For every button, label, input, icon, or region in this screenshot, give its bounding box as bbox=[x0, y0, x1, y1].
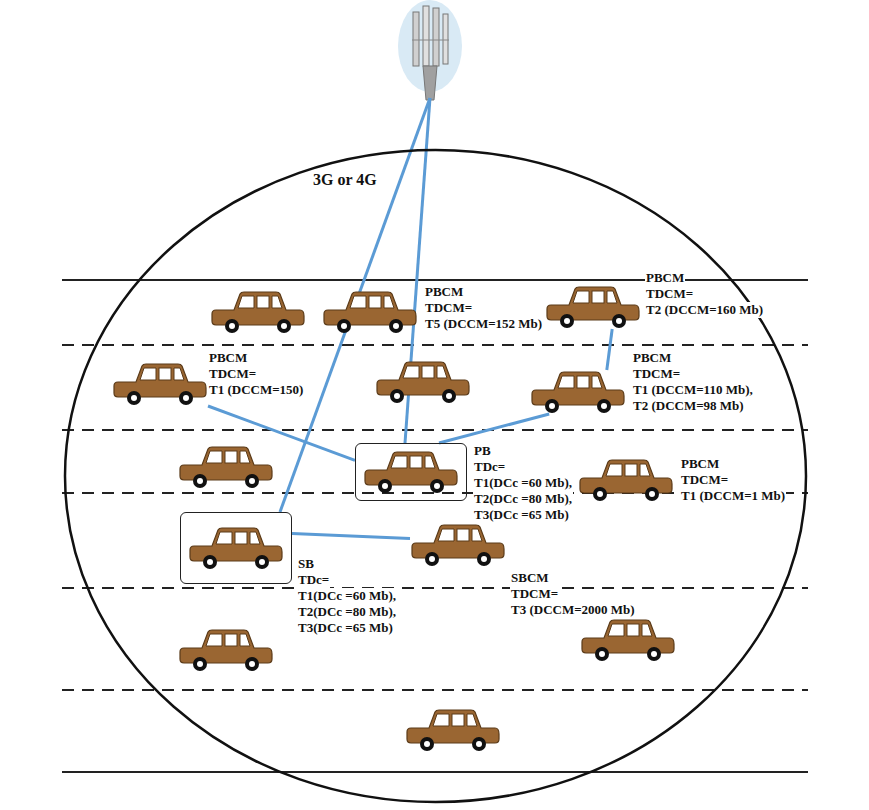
task-text: PBCM bbox=[680, 456, 720, 472]
task-text: TDCM= bbox=[645, 286, 694, 302]
link-line bbox=[208, 406, 355, 460]
task-text: TDCM= bbox=[510, 586, 559, 602]
vehicle-label: SBCMTDCM=T3 (DCCM=2000 Mb) bbox=[510, 570, 636, 618]
link-line bbox=[292, 534, 410, 539]
vehicle-node: PBCMTDCM=T5 (DCCM=152 Mb) bbox=[322, 290, 418, 334]
task-text: SB bbox=[297, 556, 315, 572]
task-text: T2 (DCCM=98 Mb) bbox=[632, 398, 745, 414]
car-icon bbox=[545, 285, 641, 329]
lane-lines bbox=[62, 280, 808, 772]
task-text: T3(DCc =65 Mb) bbox=[297, 620, 394, 636]
coverage-area: 3G or 4GPBCMTDCM=T5 (DCCM=152 Mb)PBCMTDC… bbox=[63, 148, 808, 804]
task-text: T2(DCc =80 Mb), bbox=[297, 604, 397, 620]
boxed-vehicle: SBTDc=T1(DCc =60 Mb),T2(DCc =80 Mb),T3(D… bbox=[180, 512, 292, 584]
cell-tower bbox=[398, 0, 462, 100]
link-line bbox=[607, 329, 612, 370]
task-text: T1 (DCCM=1 Mb) bbox=[680, 488, 786, 504]
task-text: T1(DCc =60 Mb), bbox=[297, 588, 397, 604]
task-text: PBCM bbox=[208, 350, 248, 366]
task-text: TDc= bbox=[473, 459, 506, 475]
task-text: T2 (DCCM=160 Mb) bbox=[645, 302, 764, 318]
vehicle-node: SBCMTDCM=T3 (DCCM=2000 Mb) bbox=[410, 523, 506, 567]
task-text: T3(DCc =65 Mb) bbox=[473, 507, 570, 523]
vehicle bbox=[180, 292, 674, 751]
task-text: T3 (DCCM=2000 Mb) bbox=[510, 602, 636, 618]
vehicle-node: PBCMTDCM=T1 (DCCM=110 Mb),T2 (DCCM=98 Mb… bbox=[530, 370, 626, 414]
vehicle-node: PBCMTDCM=T1 (DCCM=1 Mb) bbox=[578, 458, 674, 502]
boxed-vehicle: PBTDc=T1(DCc =60 Mb),T2(DCc =80 Mb),T3(D… bbox=[355, 443, 467, 501]
vehicle-label: SBTDc=T1(DCc =60 Mb),T2(DCc =80 Mb),T3(D… bbox=[297, 556, 397, 636]
task-text: TDCM= bbox=[208, 366, 257, 382]
car-icon bbox=[188, 526, 284, 570]
task-text: PBCM bbox=[645, 270, 685, 286]
vehicle-node: PBCMTDCM=T1 (DCCM=150) bbox=[112, 362, 208, 406]
vehicle-node: PBCMTDCM=T2 (DCCM=160 Mb) bbox=[545, 285, 641, 329]
task-text: TDCM= bbox=[632, 366, 681, 382]
vehicle-label: PBCMTDCM=T5 (DCCM=152 Mb) bbox=[424, 284, 543, 332]
vehicle-label: 3G or 4G bbox=[312, 170, 378, 189]
car-icon bbox=[578, 458, 674, 502]
car-icon bbox=[410, 523, 506, 567]
network-label: 3G or 4G bbox=[312, 170, 378, 189]
car-icon bbox=[363, 450, 459, 494]
vehicle-label: PBCMTDCM=T1 (DCCM=1 Mb) bbox=[680, 456, 786, 504]
car-icon bbox=[322, 290, 418, 334]
task-text: SBCM bbox=[510, 570, 550, 586]
task-text: T1(DCc =60 Mb), bbox=[473, 475, 573, 491]
vehicle-label: PBCMTDCM=T2 (DCCM=160 Mb) bbox=[645, 270, 764, 318]
link-line bbox=[439, 414, 549, 443]
vehicle-label: PBCMTDCM=T1 (DCCM=150) bbox=[208, 350, 304, 398]
task-text: TDCM= bbox=[680, 472, 729, 488]
car-icon bbox=[530, 370, 626, 414]
task-text: T2(DCc =80 Mb), bbox=[473, 491, 573, 507]
car-icon bbox=[112, 362, 208, 406]
task-text: PBCM bbox=[424, 284, 464, 300]
task-text: TDCM= bbox=[424, 300, 473, 316]
task-text: PB bbox=[473, 443, 492, 459]
vehicle-label: PBCMTDCM=T1 (DCCM=110 Mb),T2 (DCCM=98 Mb… bbox=[632, 350, 754, 414]
task-text: T5 (DCCM=152 Mb) bbox=[424, 316, 543, 332]
task-text: TDc= bbox=[297, 572, 330, 588]
task-text: PBCM bbox=[632, 350, 672, 366]
task-text: T1 (DCCM=110 Mb), bbox=[632, 382, 754, 398]
vehicle-label: PBTDc=T1(DCc =60 Mb),T2(DCc =80 Mb),T3(D… bbox=[473, 443, 573, 523]
task-text: T1 (DCCM=150) bbox=[208, 382, 304, 398]
